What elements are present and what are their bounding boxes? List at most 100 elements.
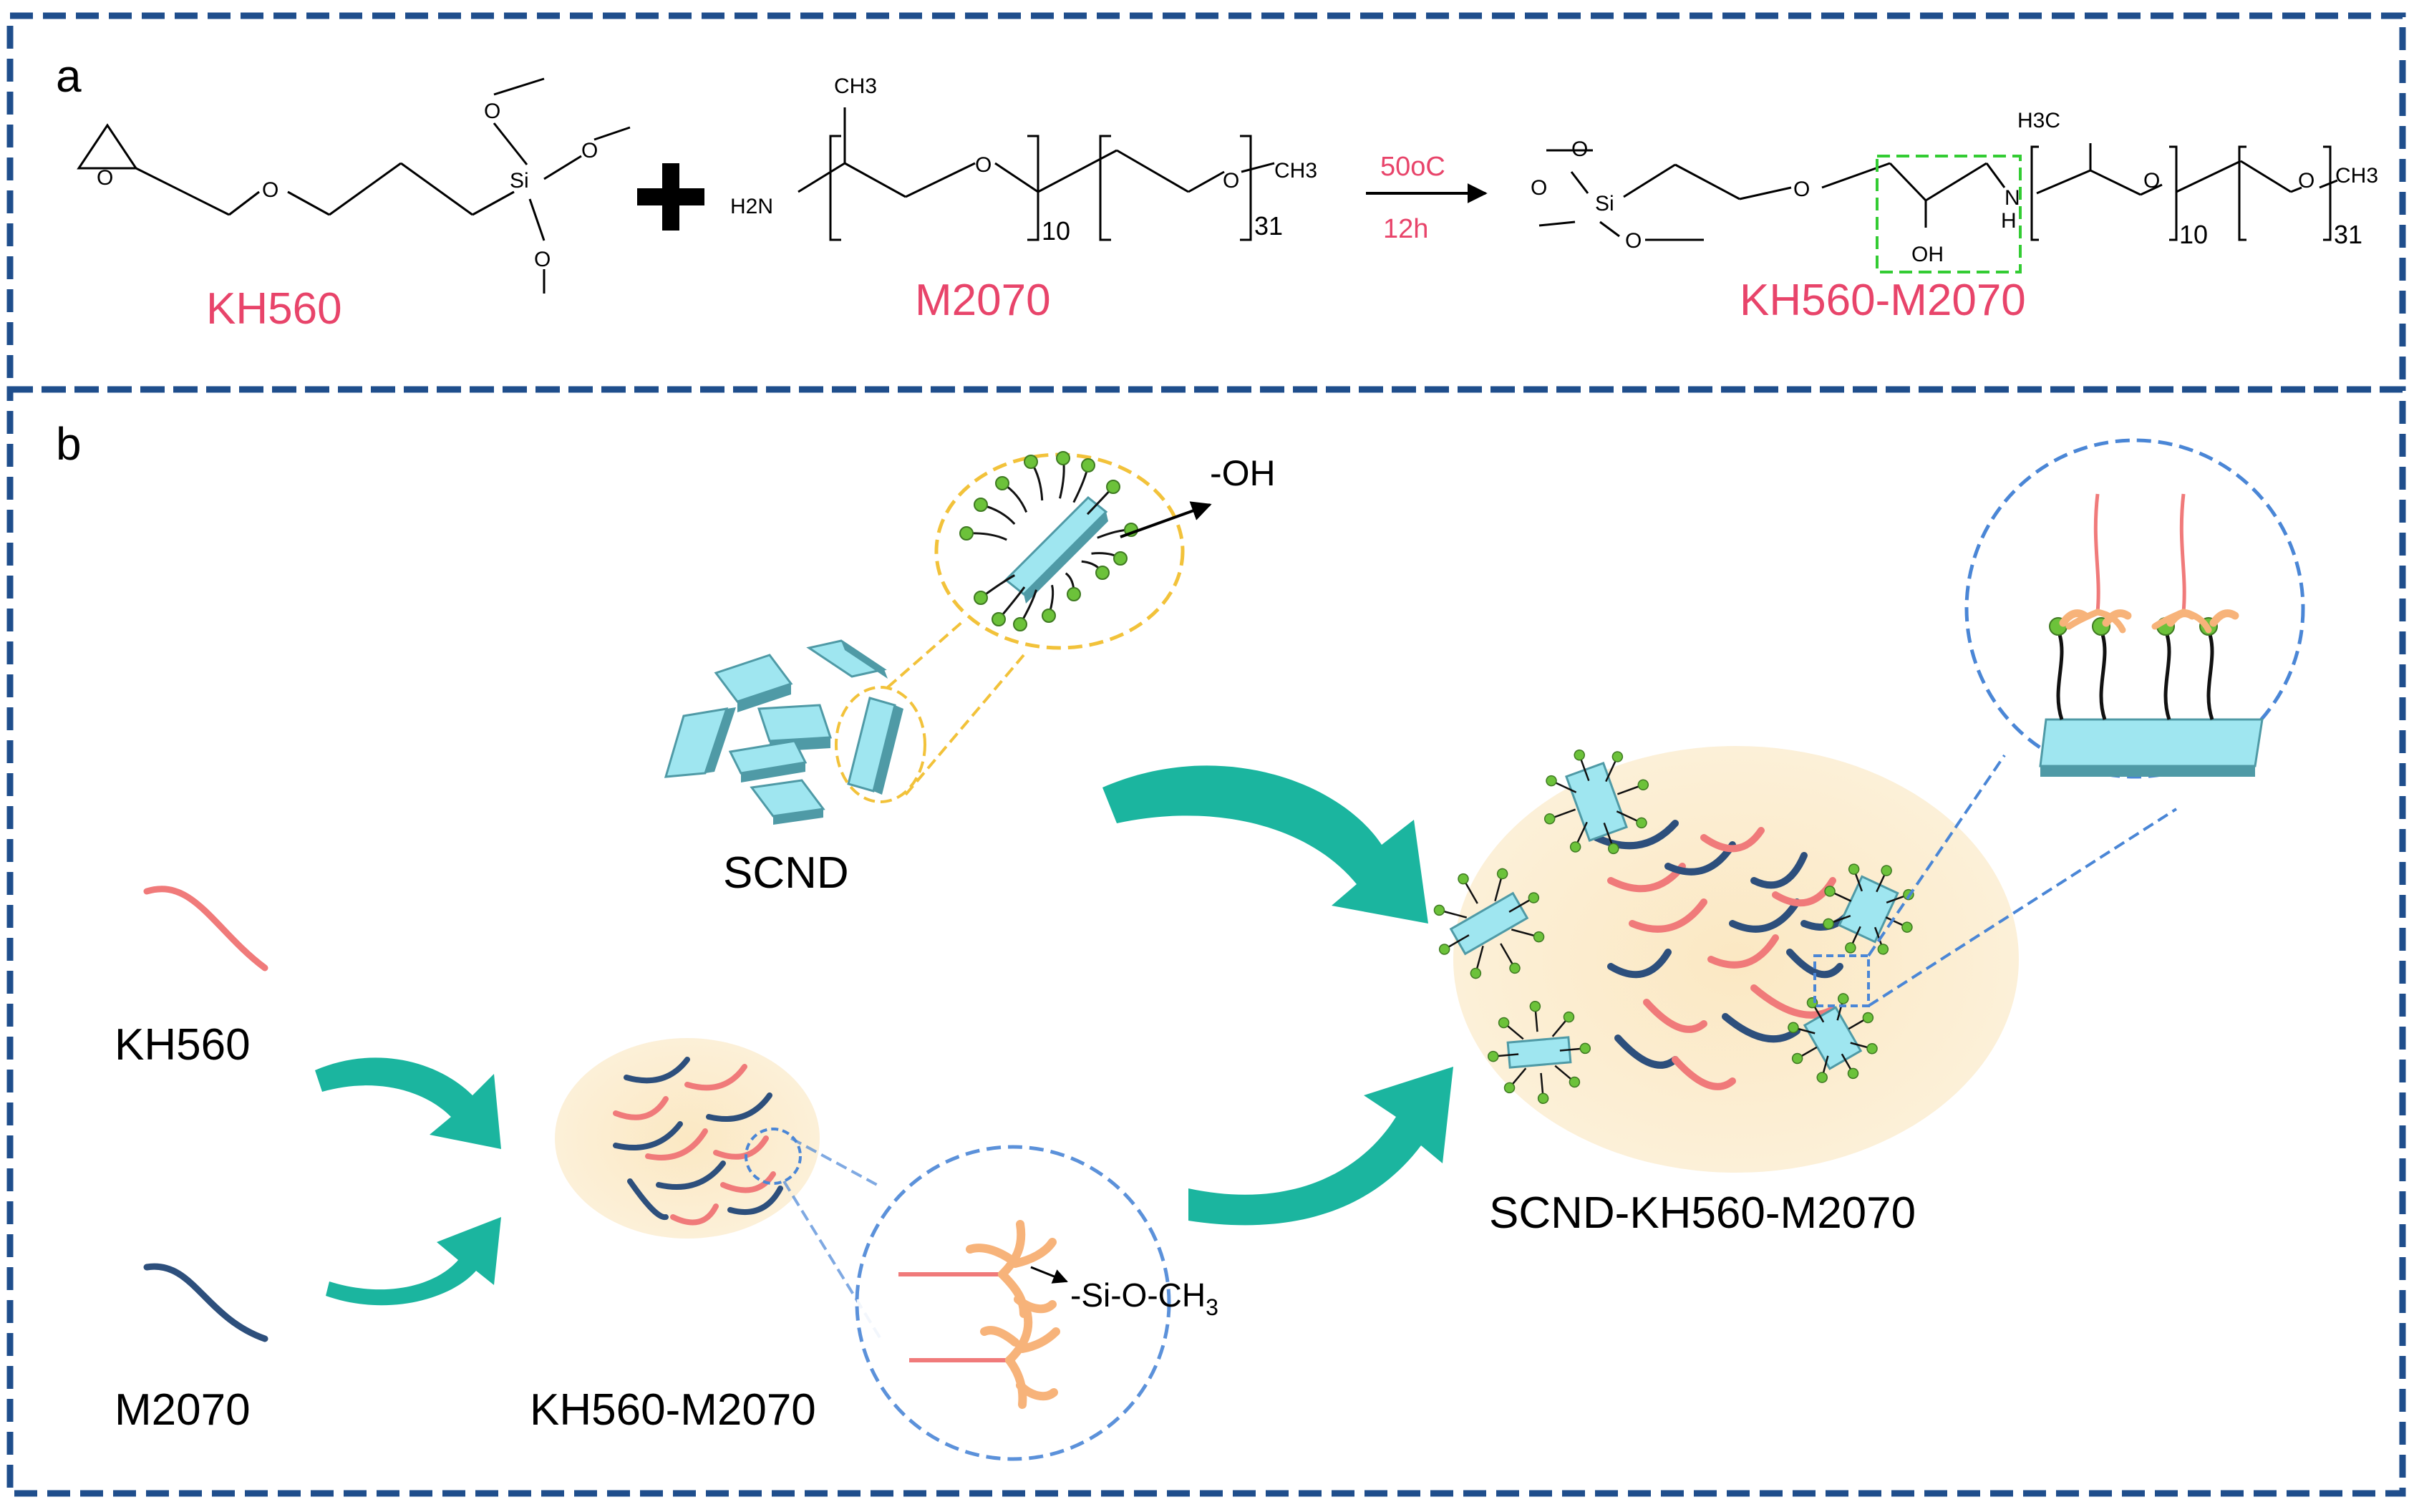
product-sub-10: 10	[2179, 220, 2208, 249]
m2070-ch3-end: CH3	[1274, 159, 1317, 183]
hydroxyl-bead	[1013, 617, 1027, 631]
silane-group	[2094, 609, 2126, 634]
m2070-o1: O	[975, 153, 992, 177]
hydroxyl-bead	[1823, 918, 1834, 930]
product-o1: O	[1571, 137, 1588, 161]
scnd-cluster	[664, 639, 903, 825]
hydroxyl-bead	[1636, 817, 1647, 829]
kh560-m2070-label: KH560-M2070	[530, 1385, 816, 1435]
hydroxyl-bead	[1862, 1012, 1874, 1024]
hydroxyl-bead	[1458, 873, 1469, 885]
kh560-to-product-arrow	[315, 1057, 501, 1149]
hydroxyl-bead	[1563, 1011, 1575, 1023]
hydroxyl-bead	[1113, 551, 1128, 566]
kh560-si: Si	[510, 169, 529, 193]
kh560-chain	[1672, 1056, 1736, 1090]
hydroxyl-bead	[1881, 865, 1892, 876]
m2070-ch3-top: CH3	[834, 74, 877, 98]
kh560-m2070-chains	[613, 1057, 783, 1226]
m2070-sub-31: 31	[1254, 211, 1283, 241]
m2070-chain	[1750, 852, 1808, 889]
kh560-o1: O	[484, 100, 500, 123]
m2070-chain	[727, 1186, 783, 1215]
m2070-chain	[613, 1121, 683, 1150]
hydroxyl-bead	[1816, 1072, 1828, 1083]
hydroxyl-bead	[1438, 944, 1450, 955]
scnd-sheet	[728, 740, 808, 782]
intermediate-to-final-arrow	[1188, 1067, 1453, 1226]
hydroxyl-bead	[1056, 451, 1070, 465]
product-oh: OH	[1911, 243, 1944, 266]
grafted-tether	[2163, 629, 2171, 720]
hydroxyl-bead	[992, 612, 1006, 626]
condition-time: 12h	[1383, 214, 1428, 244]
grafted-tether	[2099, 629, 2107, 720]
grafted-chains	[2049, 493, 2239, 720]
hydroxyl-bead	[1546, 775, 1557, 787]
hydroxyl-bead	[1877, 944, 1889, 955]
zoom-line	[886, 620, 964, 689]
kh560-chain	[1607, 863, 1686, 893]
kh560-chain	[670, 1203, 719, 1226]
product-ch3-end: CH3	[2335, 164, 2378, 188]
hydroxyl-bead	[1791, 1052, 1803, 1065]
hydroxyl-bead	[1608, 843, 1619, 855]
product-o3: O	[1625, 229, 1642, 253]
hydroxyl-bead	[1095, 566, 1110, 580]
scnd-sheet	[664, 707, 736, 778]
scnd-sheet	[847, 697, 903, 795]
kh560-chain	[684, 1064, 747, 1091]
hydroxyl-bead	[1487, 1050, 1499, 1062]
kh560-chain	[645, 1128, 708, 1160]
silane-pointer-arrow	[1030, 1266, 1068, 1284]
m2070-chain	[1729, 898, 1800, 933]
hydroxyl-bead	[1569, 841, 1581, 853]
hydroxyl-bead	[1533, 931, 1545, 943]
kh560-o2: O	[581, 139, 598, 163]
plus-sign	[637, 163, 704, 231]
scnd-sheet	[714, 654, 793, 712]
product-o4: O	[2143, 169, 2160, 193]
panel-a-label: a	[56, 50, 82, 102]
scnd-label: SCND	[723, 848, 849, 898]
hydroxyl-bead	[1543, 813, 1556, 825]
kh560-m2070-halo	[555, 1038, 820, 1239]
final-halo	[1453, 746, 2019, 1173]
hydroxyl-bead	[1866, 1043, 1878, 1055]
hydroxyl-bead	[974, 591, 988, 605]
kh560-chain	[1700, 827, 1765, 853]
scnd-sheet	[806, 639, 888, 679]
m2070-chain	[1607, 949, 1672, 979]
hydroxyl-bead	[1845, 942, 1856, 954]
m2070-structure	[798, 107, 1275, 241]
kh560-chain	[143, 886, 268, 971]
silane-group	[2059, 609, 2089, 627]
final-zoom-origin	[1813, 954, 1870, 1007]
m2070-h2n: H2N	[730, 195, 773, 218]
intermediate-zoom-origin	[745, 1128, 802, 1185]
hydroxyl-bead	[1433, 904, 1445, 916]
hydroxyl-bead	[1901, 921, 1913, 933]
kh560-chain	[1643, 999, 1707, 1033]
hydroxyl-bead	[1042, 609, 1056, 623]
product-sub-31: 31	[2334, 220, 2362, 249]
product-o2: O	[1531, 176, 1547, 200]
product-h3c: H3C	[2017, 109, 2060, 132]
grafted-tether	[2206, 629, 2214, 720]
scnd-to-final-arrow	[1102, 765, 1428, 924]
m2070-chain	[706, 1092, 772, 1122]
hydroxyl-bead	[1788, 1022, 1799, 1033]
scnd-sheet	[750, 779, 825, 825]
hydroxyl-bead	[1824, 886, 1836, 897]
hydroxyl-groups	[959, 451, 1138, 631]
sheet-face	[1506, 1036, 1572, 1069]
hydroxyl-bead	[1496, 868, 1508, 880]
hydroxyl-bead	[1024, 455, 1038, 469]
m2070-chain	[1722, 1013, 1800, 1043]
final-sheets	[1433, 749, 1914, 1105]
m2070-chain	[1664, 841, 1736, 876]
hydroxyl-bead	[1498, 1017, 1510, 1029]
functionalized-sheet-zoom	[1004, 495, 1108, 604]
kh560-chain	[613, 1096, 669, 1120]
grafted-tether	[2056, 629, 2064, 720]
